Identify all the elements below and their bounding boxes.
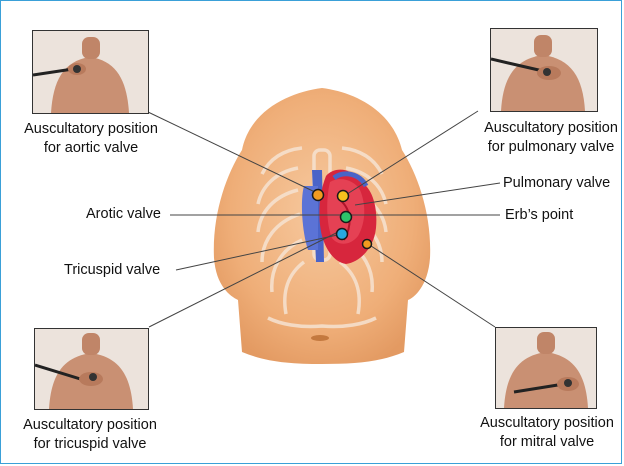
caption-pulmonary: Auscultatory position for pulmonary valv… (478, 119, 624, 157)
label-erbs-point: Erb’s point (505, 207, 573, 224)
heart (302, 170, 376, 264)
caption-tricuspid: Auscultatory position for tricuspid valv… (16, 416, 164, 454)
photo-aortic (32, 30, 149, 114)
marker-pulmonary (338, 191, 349, 202)
caption-aortic: Auscultatory position for aortic valve (18, 120, 164, 158)
marker-erbs (341, 212, 352, 223)
photo-mitral (495, 327, 597, 409)
photo-tricuspid (34, 328, 149, 410)
label-aortic-valve: Arotic valve (86, 206, 161, 223)
marker-aortic (313, 190, 324, 201)
label-tricuspid-valve: Tricuspid valve (64, 262, 160, 279)
navel (311, 335, 329, 341)
marker-tricuspid (337, 229, 348, 240)
photo-pulmonary (490, 28, 598, 112)
marker-mitral (363, 240, 372, 249)
caption-mitral: Auscultatory position for mitral valve (472, 414, 622, 452)
label-pulmonary-valve: Pulmonary valve (503, 175, 610, 192)
